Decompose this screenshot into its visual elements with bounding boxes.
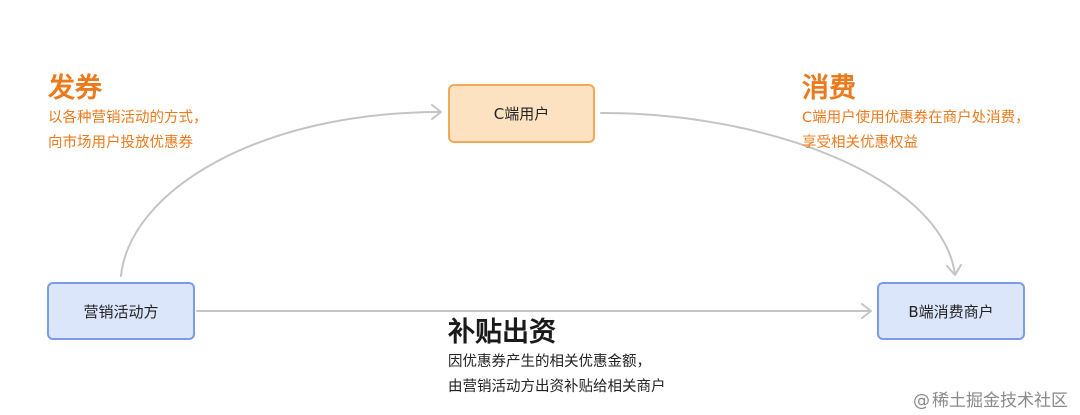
- subsidy-title: 补贴出资: [448, 317, 556, 348]
- arrowhead-consumer: [431, 104, 442, 120]
- subsidy-desc-line: 由营销活动方出资补贴给相关商户: [448, 379, 666, 395]
- issue-title: 发券: [48, 73, 102, 104]
- arrow-consumer-to-merchant: [600, 111, 956, 275]
- marketer-node: 营销活动方: [47, 282, 195, 340]
- issue-annotation: 发券 以各种营销活动的方式， 向市场用户投放优惠券: [48, 72, 208, 156]
- consumer-node: C端用户: [448, 84, 595, 143]
- arrow-marketer-to-consumer: [120, 111, 441, 277]
- watermark-text: 稀土掘金技术社区: [932, 391, 1068, 411]
- consume-desc-line: 享受相关优惠权益: [802, 135, 918, 151]
- issue-desc-line: 向市场用户投放优惠券: [48, 135, 193, 151]
- merchant-node: B端消费商户: [877, 282, 1025, 340]
- arrowhead-merchant-top: [946, 264, 962, 276]
- consume-desc-line: C端用户使用优惠券在商户处消费，: [802, 110, 1030, 126]
- issue-desc-line: 以各种营销活动的方式，: [48, 110, 208, 126]
- subsidy-annotation: 补贴出资 因优惠券产生的相关优惠金额， 由营销活动方出资补贴给相关商户: [448, 316, 666, 400]
- consume-annotation: 消费 C端用户使用优惠券在商户处消费， 享受相关优惠权益: [802, 72, 1030, 156]
- at-icon: @: [913, 391, 930, 411]
- arrowhead-merchant-left: [861, 303, 872, 319]
- subsidy-desc-line: 因优惠券产生的相关优惠金额，: [448, 354, 651, 370]
- consume-title: 消费: [802, 73, 856, 104]
- watermark: @稀土掘金技术社区: [913, 386, 1068, 411]
